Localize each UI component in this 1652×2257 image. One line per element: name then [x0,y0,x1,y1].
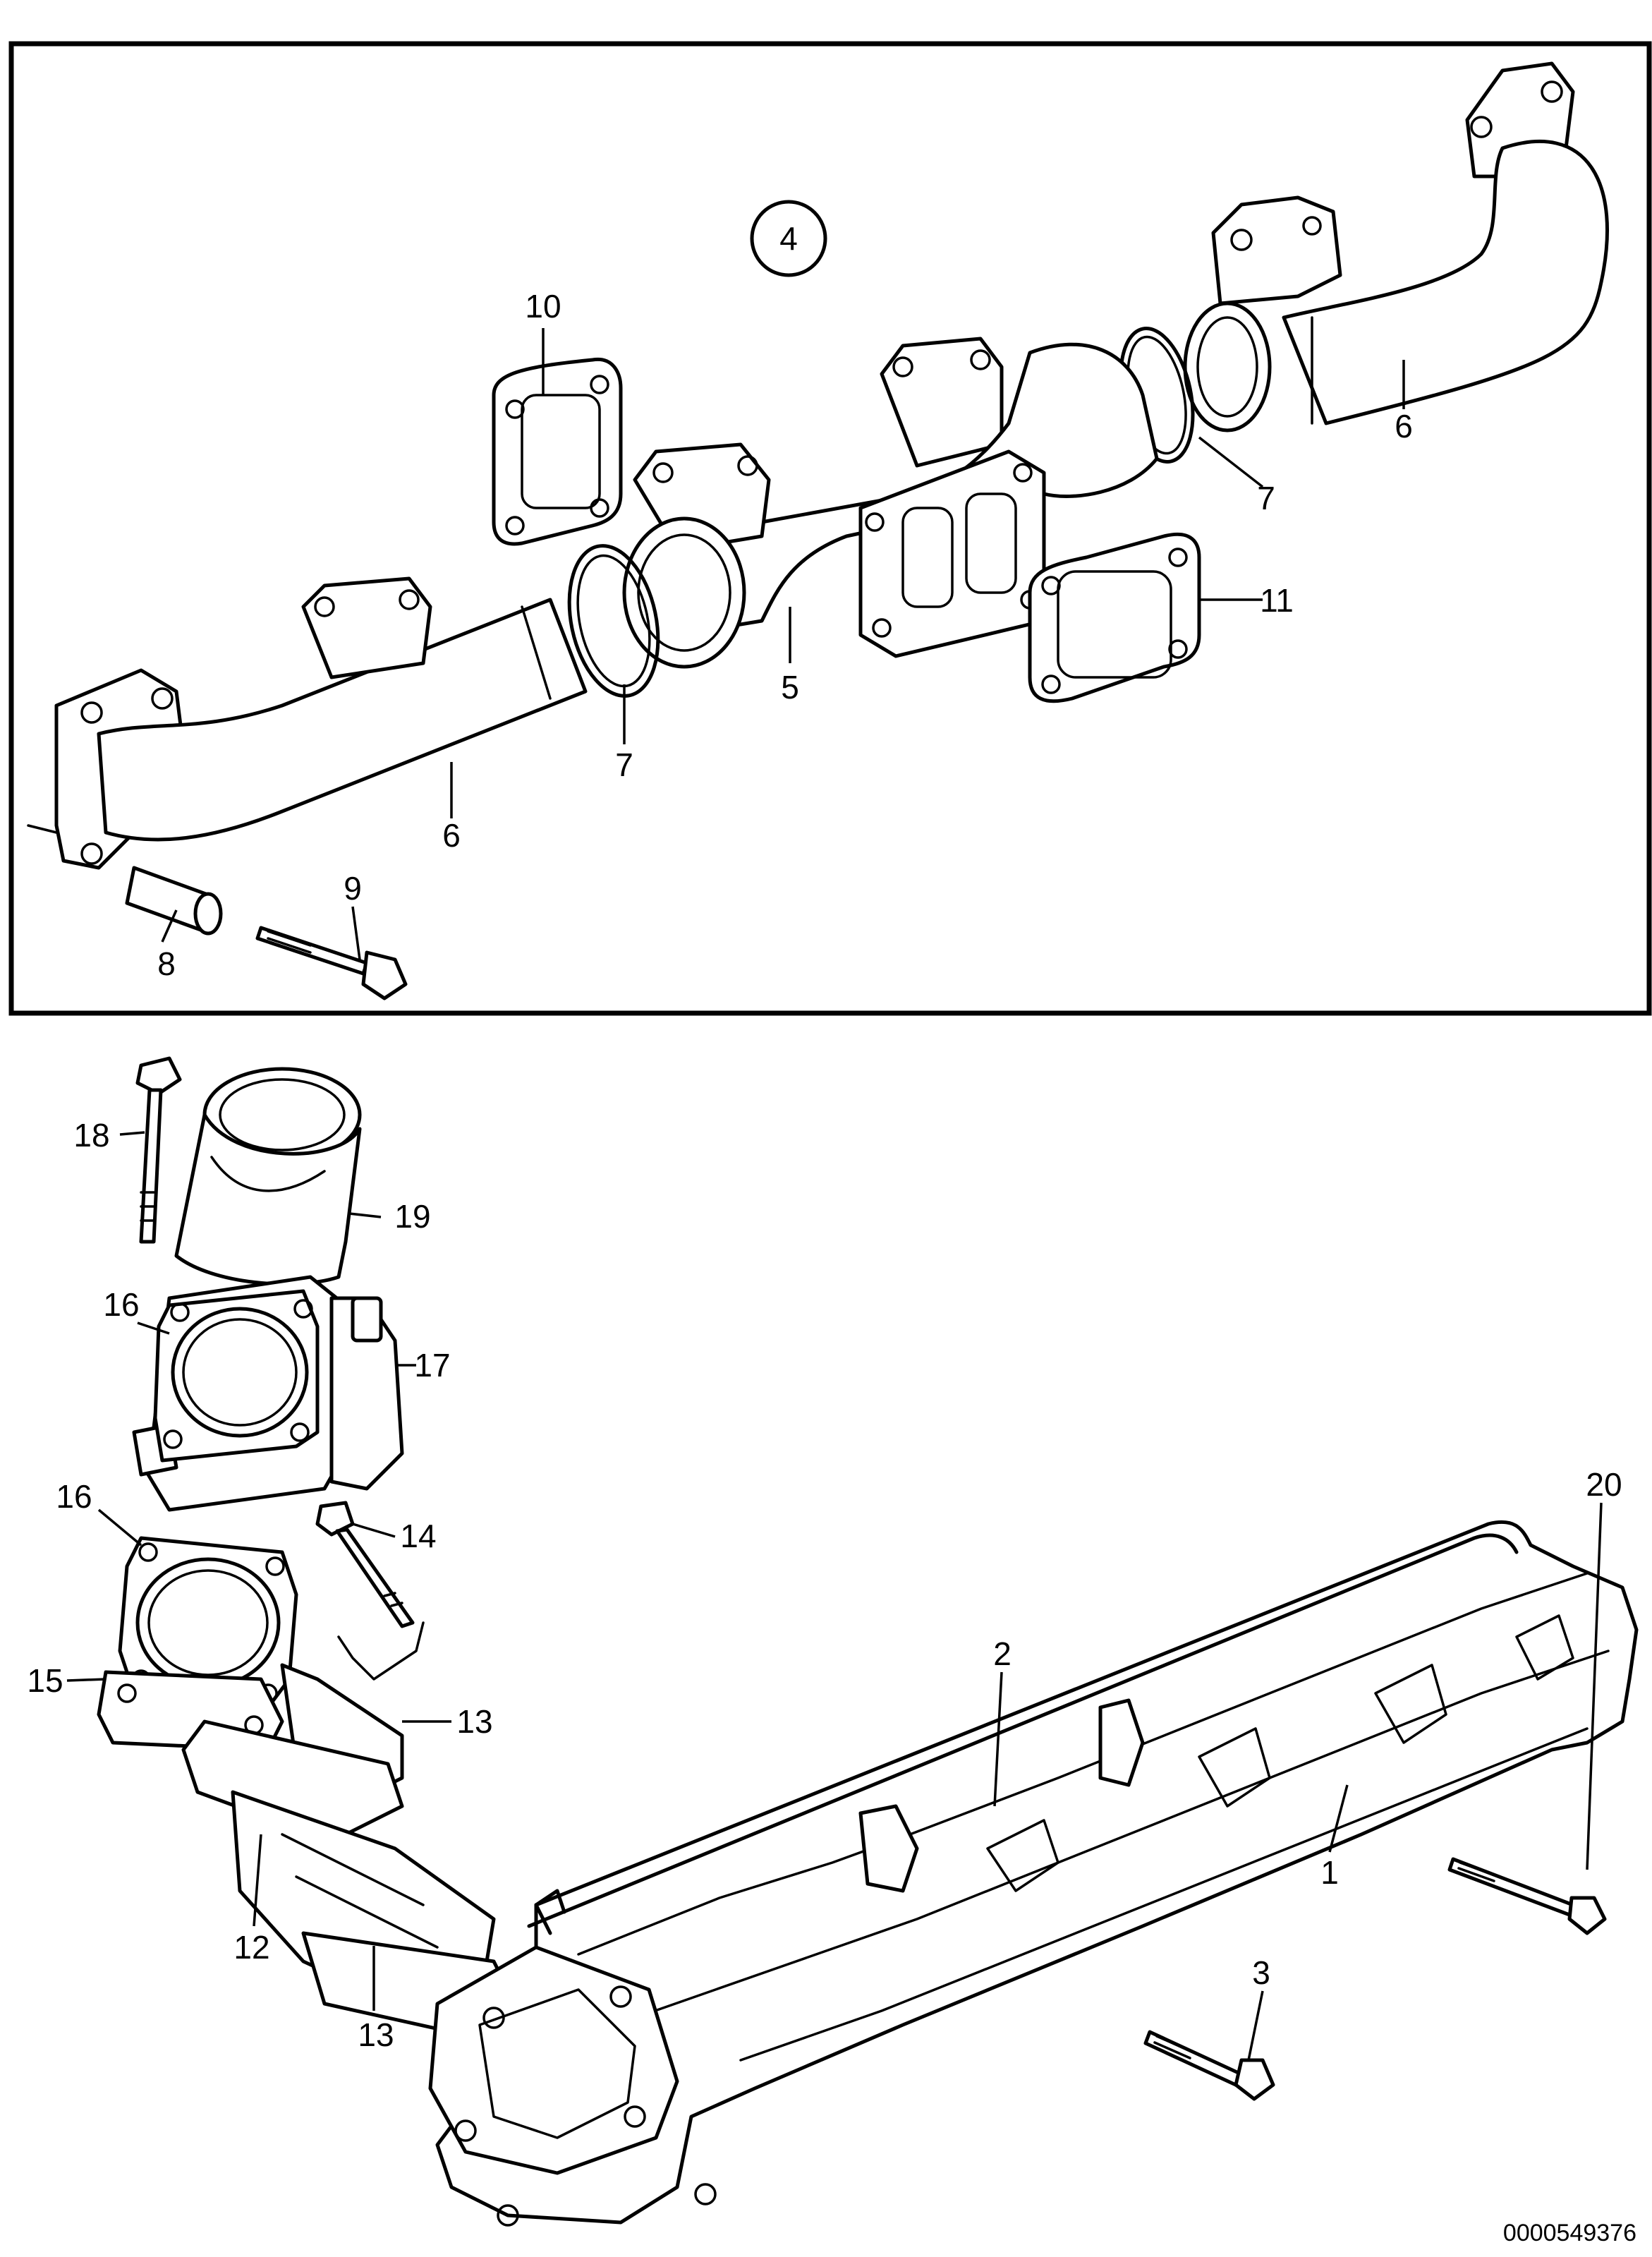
callout-7-left: 7 [615,746,633,783]
callout-15: 15 [27,1662,63,1699]
callout-2: 2 [993,1635,1012,1672]
manifold-long-bolt [1447,1857,1607,1935]
gasket-upper [153,1289,320,1463]
callout-3: 3 [1252,1954,1270,1991]
flange-gasket-top [492,357,623,546]
callout-16-upper: 16 [103,1286,139,1323]
callout-17: 17 [414,1347,450,1384]
inset-view-number: 4 [750,200,827,277]
callout-18: 18 [73,1117,109,1154]
callout-13-lower: 13 [358,2016,394,2053]
callout-5: 5 [781,669,799,706]
callout-12: 12 [233,1929,269,1966]
callout-20: 20 [1586,1466,1622,1503]
view-number-label: 4 [779,220,798,257]
manifold-bolt [255,926,408,1000]
inset-leaders [161,328,1405,960]
document-id: 0000549376 [1503,2220,1636,2246]
main-leaders [66,1131,1603,2061]
flange-gasket-side [1028,532,1201,703]
callout-11: 11 [1260,582,1294,619]
intake-adapter [181,1663,510,2034]
manifold-bolt-short [1143,2030,1275,2101]
long-bolt-top [135,1056,182,1244]
exhaust-pipe-left [27,576,588,870]
callout-19: 19 [394,1198,430,1235]
wire-connector [337,1621,425,1681]
adapter-bolt [315,1501,415,1628]
exhaust-pipe-right [1183,61,1609,432]
gasket-lower [118,1536,298,1710]
spacer-sleeve [125,866,223,936]
seal-ring-left [567,544,660,698]
inset-callouts: 10 6 7 7 5 11 6 8 9 [157,288,1413,982]
main-callouts: 18 19 16 17 16 14 15 13 12 13 2 20 1 3 [27,1117,1622,2053]
exhaust-pipe-center [622,337,1159,669]
callout-1: 1 [1320,1854,1339,1891]
callout-6-left: 6 [442,817,461,854]
intake-elbow [174,1067,362,1286]
callout-16-lower: 16 [56,1478,92,1515]
inset-frame [8,41,1652,1016]
callout-14: 14 [400,1518,436,1554]
callout-13-upper: 13 [456,1703,492,1740]
callout-8: 8 [157,945,176,982]
callout-6-right: 6 [1395,408,1413,444]
callout-9: 9 [344,870,362,907]
callout-10: 10 [525,288,561,325]
intake-manifold [428,1520,1639,2227]
callout-7-right: 7 [1257,480,1275,516]
